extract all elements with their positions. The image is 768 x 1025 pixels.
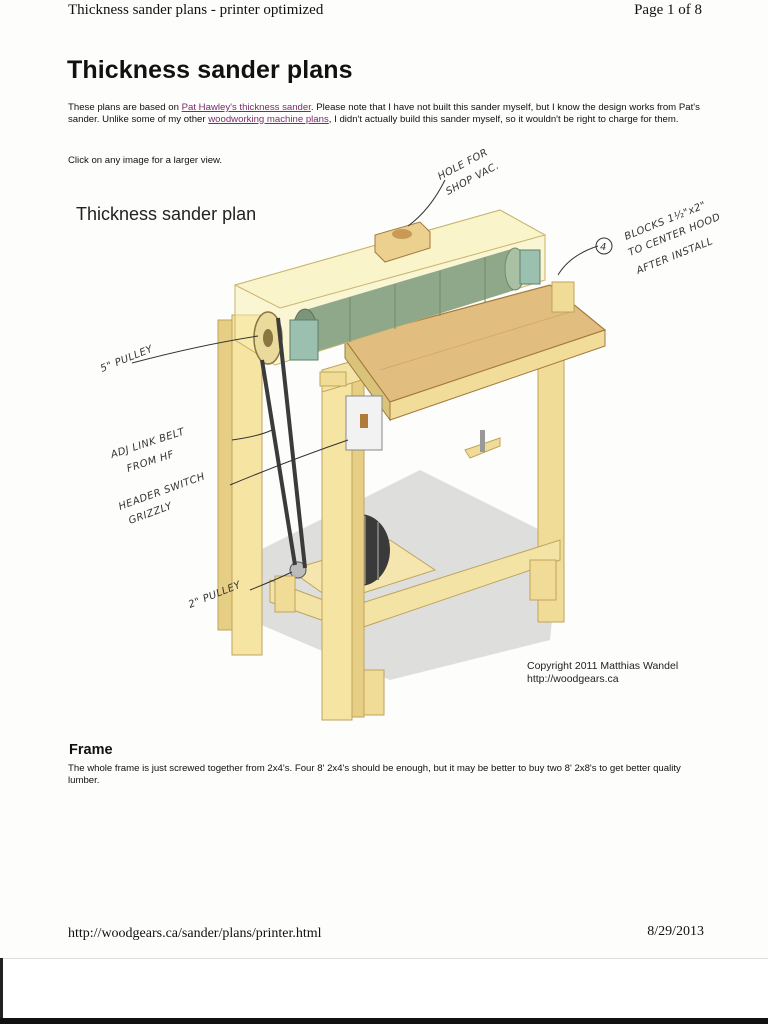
page-title: Thickness sander plans [67,56,353,84]
shop-vac-port [374,221,431,263]
note-blocks-marker-circle [595,237,613,255]
intro-text-3: , I didn't actually build this sander my… [328,113,679,125]
leader-pulley2 [249,571,293,591]
hood-block-right [551,281,575,313]
hood-block-left [319,371,347,387]
crank-screw [480,430,485,452]
copyright-url: http://woodgears.ca [527,673,619,685]
foot-block-back [529,559,557,601]
table-grain [379,311,571,371]
print-footer-date: 8/29/2013 [647,924,704,939]
sander-plan-image[interactable]: HOLE FOR SHOP VAC. 4 BLOCKS 1½"x2" TO CE… [90,140,760,730]
scanned-page: Thickness sander plans - printer optimiz… [67,2,760,941]
click-image-note: Click on any image for a larger view. [68,155,223,166]
leader-switch [229,439,349,486]
leader-blocks [557,245,599,276]
foot-block-right [363,669,385,716]
figure-copyright: Copyright 2011 Matthias Wandel http://wo… [527,660,678,686]
intro-text-2: . Please note that I have not built this… [68,102,700,125]
bearing-block-right [519,249,541,285]
drive-belt-back [276,317,307,569]
small-pulley [289,561,307,579]
print-header-page-number: Page 1 of 8 [634,2,702,18]
figure-title: Thickness sander plan [76,204,257,224]
note-belt-1: ADJ LINK BELT [109,426,187,461]
bearing-block-left [289,319,319,361]
frame-heading: Frame [69,742,113,758]
frame-paragraph: The whole frame is just screwed together… [68,763,681,786]
intro-text-1: These plans are based on [68,102,182,113]
print-header-title: Thickness sander plans - printer optimiz… [68,2,324,18]
scanner-bottom-edge [0,1018,768,1024]
note-blocks-marker: 4 [600,242,607,253]
front-left-leg [231,314,263,656]
woodworking-plans-link[interactable]: woodworking machine plans [208,113,329,125]
front-left-leg-side [217,319,233,631]
pat-hawley-link[interactable]: Pat Hawley's thickness sander [181,102,311,113]
switch-icon [345,395,383,451]
leader-pulley5 [131,335,259,364]
intro-paragraph: These plans are based on Pat Hawley's th… [68,102,708,125]
leader-hole [407,179,446,227]
scanner-margin [0,958,768,1025]
foot-block-left [274,575,296,613]
drive-belt [260,359,297,566]
leader-belt [231,429,273,441]
print-footer-url: http://woodgears.ca/sander/plans/printer… [68,926,322,941]
scanner-edge [0,958,3,1018]
copyright-line: Copyright 2011 Matthias Wandel [527,660,679,672]
